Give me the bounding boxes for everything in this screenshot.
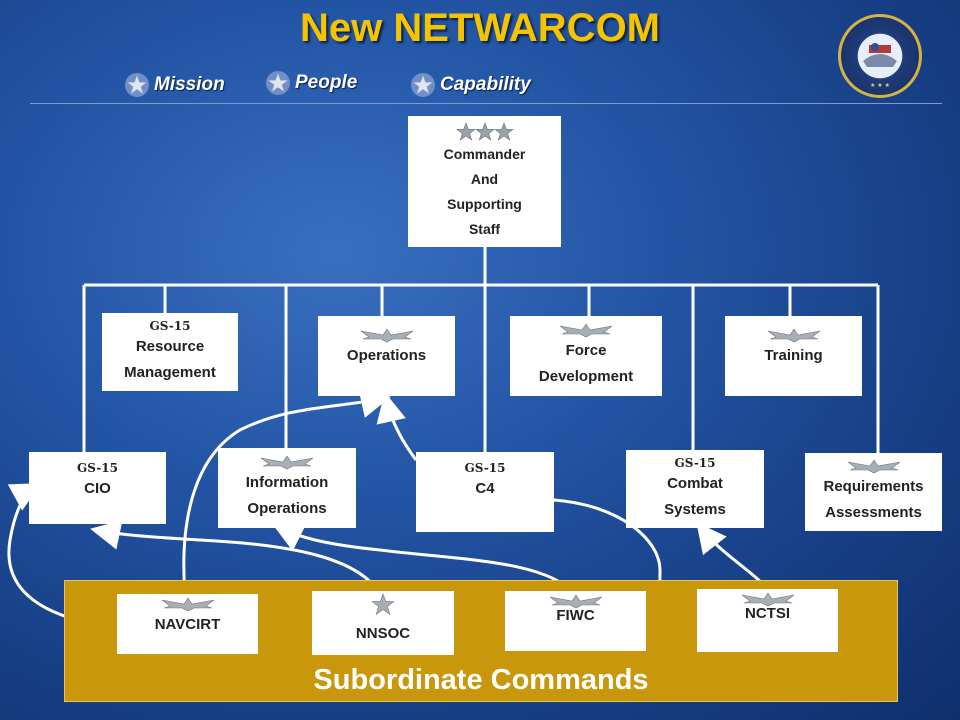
tagline-label: Capability bbox=[440, 74, 531, 95]
operations-box: Operations bbox=[318, 316, 455, 396]
grade-label: GS-15 bbox=[149, 319, 191, 333]
commander-label-line: Staff bbox=[468, 220, 501, 237]
commander-box: Commander And Supporting Staff bbox=[408, 116, 561, 247]
box-label-line: Management bbox=[124, 364, 216, 381]
tagline-people: People bbox=[265, 70, 357, 96]
eagle-insignia-icon bbox=[741, 592, 794, 607]
eagle-insignia-icon bbox=[549, 594, 602, 609]
grade-label: GS-15 bbox=[674, 456, 716, 470]
tagline-label: Mission bbox=[154, 74, 225, 95]
commander-label-line: Supporting bbox=[447, 195, 522, 212]
star-icon bbox=[125, 73, 149, 97]
force-development-box: Force Development bbox=[510, 316, 662, 396]
box-label-line: Requirements bbox=[823, 478, 924, 495]
fiwc-box: FIWC bbox=[505, 591, 646, 651]
box-label-line: Resource bbox=[135, 338, 205, 355]
commander-label-line: And bbox=[470, 170, 499, 187]
box-label-line: Force bbox=[565, 342, 607, 359]
page-title: New NETWARCOM bbox=[300, 6, 660, 50]
eagle-insignia-icon bbox=[161, 597, 214, 612]
eagle-insignia-icon bbox=[260, 455, 314, 470]
grade-label: GS-15 bbox=[464, 461, 506, 475]
box-label: C4 bbox=[475, 480, 495, 497]
box-label-line: Combat bbox=[667, 475, 723, 492]
box-label-line: Operations bbox=[247, 500, 327, 517]
nnsoc-box: NNSOC bbox=[312, 591, 454, 655]
commander-label-line: Commander bbox=[443, 145, 526, 162]
svg-text:★ ★ ★: ★ ★ ★ bbox=[870, 82, 890, 89]
box-label-line: Assessments bbox=[825, 504, 922, 521]
c4-box: GS-15 C4 bbox=[416, 452, 554, 532]
eagle-insignia-icon bbox=[847, 459, 900, 474]
box-label: Training bbox=[764, 347, 823, 364]
eagle-insignia-icon bbox=[559, 323, 613, 338]
resource-management-box: GS-15 Resource Management bbox=[102, 313, 238, 391]
box-label-line: Development bbox=[538, 368, 634, 385]
combat-systems-box: GS-15 Combat Systems bbox=[626, 450, 764, 528]
box-label: CIO bbox=[84, 480, 111, 497]
tagline-capability: Capability bbox=[410, 72, 531, 98]
naval-network-warfare-command-seal: ★ ★ ★ bbox=[838, 14, 922, 98]
seal-emblem-icon: ★ ★ ★ bbox=[858, 34, 902, 89]
tagline-mission: Mission bbox=[124, 72, 225, 98]
box-label-line: Information bbox=[245, 474, 329, 491]
tagline-label: People bbox=[295, 72, 358, 93]
star-icon bbox=[266, 71, 290, 95]
star-icon bbox=[371, 593, 395, 616]
box-label: Operations bbox=[346, 347, 427, 364]
requirements-assessments-box: Requirements Assessments bbox=[805, 453, 942, 531]
box-label: FIWC bbox=[556, 607, 595, 624]
three-star-icon bbox=[455, 121, 514, 141]
box-label: NCTSI bbox=[745, 605, 790, 622]
grade-label: GS-15 bbox=[76, 461, 119, 475]
navcirt-box: NAVCIRT bbox=[117, 594, 258, 654]
eagle-insignia-icon bbox=[360, 328, 413, 343]
training-box: Training bbox=[725, 316, 862, 396]
nctsi-box: NCTSI bbox=[697, 589, 838, 652]
cio-box: GS-15 CIO bbox=[29, 452, 166, 524]
header-divider bbox=[30, 103, 942, 104]
box-label-line: Systems bbox=[664, 501, 726, 518]
information-operations-box: Information Operations bbox=[218, 448, 356, 528]
box-label: NAVCIRT bbox=[154, 616, 221, 633]
eagle-insignia-icon bbox=[767, 328, 820, 343]
star-icon bbox=[411, 73, 435, 97]
subordinate-commands-title: Subordinate Commands bbox=[313, 664, 649, 696]
box-label: NNSOC bbox=[355, 625, 411, 642]
